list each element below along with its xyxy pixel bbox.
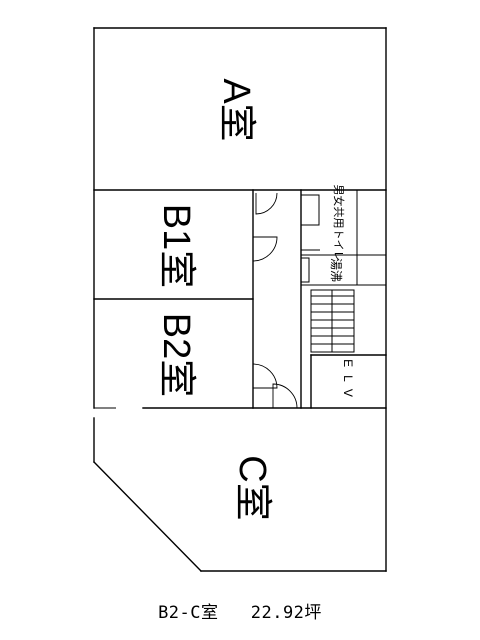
unit-caption: B2-C室 22.92坪: [0, 598, 480, 623]
room-c-label: C室: [231, 455, 273, 520]
kitchenette-label: 湯沸: [329, 258, 343, 282]
room-b2-label: B2室: [155, 313, 197, 397]
unit-name: B2-C室: [158, 603, 219, 623]
toilet-label: 男女共用トイレ: [332, 185, 346, 262]
elevator-label: ELV: [341, 359, 355, 405]
unit-area: 22.92坪: [250, 603, 322, 623]
outer-walls: [93, 27, 387, 572]
room-b1-label: B1室: [155, 204, 197, 288]
room-a-label: A室: [215, 78, 257, 141]
staircase: [310, 289, 355, 353]
doors: [252, 192, 320, 409]
